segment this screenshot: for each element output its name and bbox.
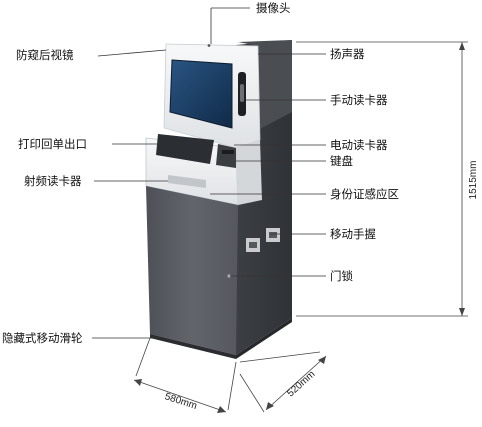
cabinet-base [150,334,236,359]
height-dimension: 1515mm [468,161,479,200]
label-speaker: 扬声器 [330,47,365,61]
label-rf-card-reader: 射频读卡器 [24,174,82,188]
label-id-sensing-area: 身份证感应区 [330,187,399,201]
head-top-side [238,40,292,130]
label-anti-peep-mirror: 防窥后视镜 [16,48,74,62]
keypad [216,144,236,168]
camera-dot [207,44,211,47]
label-motorized-card-reader: 电动读卡器 [330,138,388,152]
label-camera: 摄像头 [256,1,291,15]
label-keyboard: 键盘 [330,154,353,168]
label-hidden-casters: 隐藏式移动滑轮 [2,331,83,345]
desk-side [236,140,262,205]
screen [169,59,233,129]
leader-lines [92,7,326,339]
depth-dimension: 520mm [285,369,317,399]
keyboard-tray [156,134,214,164]
door-lock-dot [227,274,231,278]
label-manual-card-reader: 手动读卡器 [330,93,388,107]
width-dimension: 580mm [163,391,198,412]
label-mobile-handle: 移动手握 [330,227,376,241]
rf-reader-plate [168,175,206,188]
dimension-lines [133,41,468,413]
motorized-card-slot [222,150,234,154]
label-door-lock: 门锁 [330,269,353,283]
label-receipt-outlet: 打印回单出口 [18,137,87,151]
cabinet-front [146,186,238,355]
